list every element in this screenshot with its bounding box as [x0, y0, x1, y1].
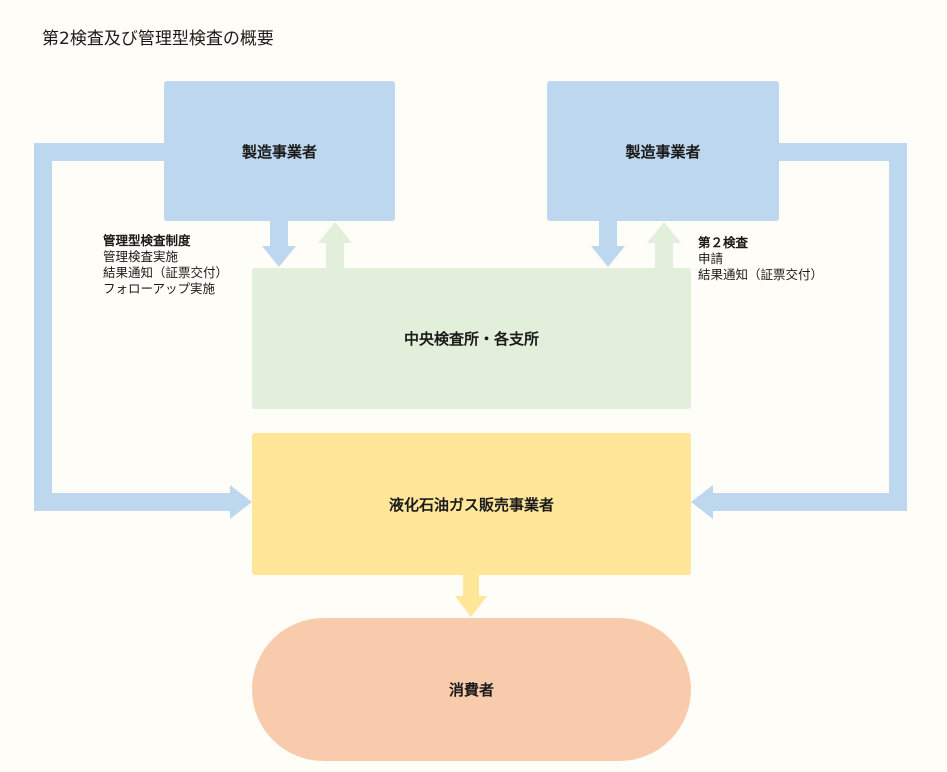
manufacturer-left-box: 製造事業者	[164, 81, 395, 221]
lpg-dealer-box: 液化石油ガス販売事業者	[252, 433, 691, 575]
manufacturer-left-label: 製造事業者	[241, 142, 317, 161]
note-left-heading: 管理型検査制度	[103, 233, 191, 248]
note-right-heading: 第２検査	[698, 235, 749, 250]
dealer-to-consumer-arrow	[455, 575, 487, 617]
note-left: 管理型検査制度 管理検査実施 結果通知（証票交付） フォローアップ実施	[103, 233, 228, 297]
note-left-line: 結果通知（証票交付）	[103, 265, 229, 280]
note-right-line: 申請	[698, 251, 724, 266]
left-up-arrow	[318, 222, 352, 268]
manufacturer-right-label: 製造事業者	[625, 142, 701, 161]
manufacturer-right-box: 製造事業者	[547, 81, 779, 221]
lpg-dealer-label: 液化石油ガス販売事業者	[388, 495, 554, 514]
left-down-arrow	[262, 221, 296, 267]
consumer-label: 消費者	[448, 681, 494, 699]
right-down-arrow	[591, 221, 625, 267]
center-box: 中央検査所・各支所	[252, 268, 691, 409]
note-left-line: フォローアップ実施	[103, 281, 216, 296]
note-right-line: 結果通知（証票交付）	[698, 267, 824, 282]
center-label: 中央検査所・各支所	[403, 330, 539, 348]
page-title: 第2検査及び管理型検査の概要	[42, 29, 274, 49]
consumer-box: 消費者	[252, 618, 691, 761]
note-right: 第２検査 申請 結果通知（証票交付）	[698, 235, 823, 283]
right-up-arrow	[647, 222, 681, 268]
note-left-line: 管理検査実施	[103, 249, 179, 264]
